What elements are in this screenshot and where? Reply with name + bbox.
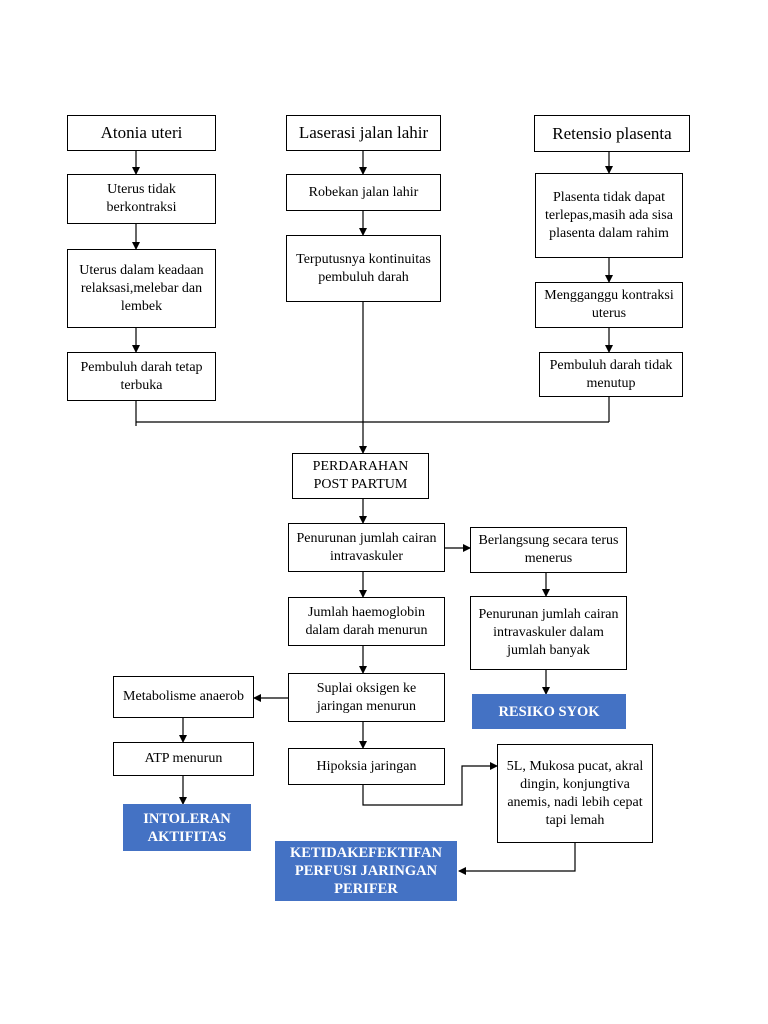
pembuluh-darah-terbuka: Pembuluh darah tetap terbuka	[67, 352, 216, 401]
ketidakefektifan-perfusi: KETIDAKEFEKTIFAN PERFUSI JARINGAN PERIFE…	[275, 841, 457, 901]
terputusnya-kontinuitas: Terputusnya kontinuitas pembuluh darah	[286, 235, 441, 302]
uterus-relaksasi: Uterus dalam keadaan relaksasi,melebar d…	[67, 249, 216, 328]
pembuluh-darah-tidak-menutup: Pembuluh darah tidak menutup	[539, 352, 683, 397]
intoleran-aktifitas: INTOLERAN AKTIFITAS	[123, 804, 251, 851]
metabolisme-anaerob: Metabolisme anaerob	[113, 676, 254, 718]
penurunan-cairan-intravaskuler: Penurunan jumlah cairan intravaskuler	[288, 523, 445, 572]
cause-retensio-plasenta: Retensio plasenta	[534, 115, 690, 152]
berlangsung-terus-menerus: Berlangsung secara terus menerus	[470, 527, 627, 573]
cause-laserasi-jalan-lahir: Laserasi jalan lahir	[286, 115, 441, 151]
mengganggu-kontraksi: Mengganggu kontraksi uterus	[535, 282, 683, 328]
resiko-syok: RESIKO SYOK	[472, 694, 626, 729]
hipoksia-jaringan: Hipoksia jaringan	[288, 748, 445, 785]
perdarahan-post-partum: PERDARAHAN POST PARTUM	[292, 453, 429, 499]
atp-menurun: ATP menurun	[113, 742, 254, 776]
gejala-klinis: 5L, Mukosa pucat, akral dingin, konjungt…	[497, 744, 653, 843]
suplai-oksigen-menurun: Suplai oksigen ke jaringan menurun	[288, 673, 445, 722]
arrow-gejala-ketidakefektifan	[458, 843, 576, 875]
uterus-tidak-berkontraksi: Uterus tidak berkontraksi	[67, 174, 216, 224]
robekan-jalan-lahir: Robekan jalan lahir	[286, 174, 441, 211]
haemoglobin-menurun: Jumlah haemoglobin dalam darah menurun	[288, 597, 445, 646]
arrow-hipoksia-gejala	[362, 762, 498, 806]
penurunan-cairan-banyak: Penurunan jumlah cairan intravaskuler da…	[470, 596, 627, 670]
plasenta-tidak-terlepas: Plasenta tidak dapat terlepas,masih ada …	[535, 173, 683, 258]
cause-atonia-uteri: Atonia uteri	[67, 115, 216, 151]
